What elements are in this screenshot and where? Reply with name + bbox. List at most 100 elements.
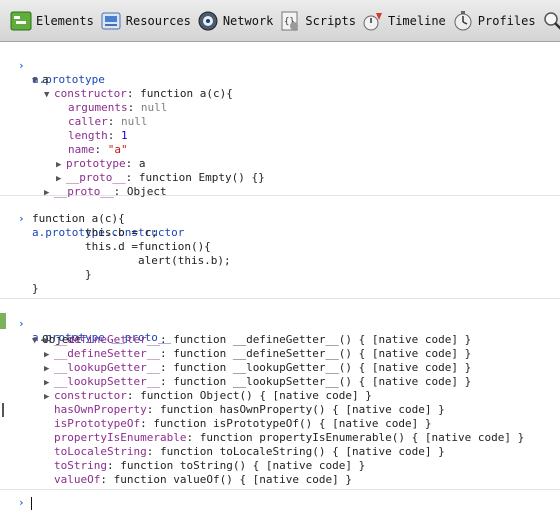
tab-elements-label: Elements <box>36 13 94 28</box>
property-value: function Object() { [native code] } <box>140 389 372 402</box>
property-row[interactable]: ▶__lookupSetter__: function __lookupSett… <box>44 375 472 388</box>
source-line: this.d =function(){ <box>32 240 211 253</box>
property-key: constructor <box>54 389 127 402</box>
property-key: isPrototypeOf <box>54 417 141 430</box>
expand-right-icon[interactable]: ▶ <box>44 364 50 374</box>
property-key: caller <box>68 115 108 128</box>
property-row[interactable]: ▶__proto__: function Empty() {} <box>56 171 265 184</box>
property-list: ▶__defineGetter__: function __defineGett… <box>0 333 560 487</box>
property-row[interactable]: ▶isPrototypeOf: function isPrototypeOf()… <box>54 417 432 430</box>
expand-right-icon[interactable]: ▶ <box>44 336 50 346</box>
property-key: prototype <box>66 157 126 170</box>
source-line: function a(c){ <box>32 212 125 225</box>
property-row: name: "a" <box>68 143 128 156</box>
property-key: __defineGetter__ <box>54 333 160 346</box>
property-value: null <box>121 115 148 128</box>
property-row[interactable]: ▶__proto__: Object <box>44 185 167 198</box>
property-key: __defineSetter__ <box>54 347 160 360</box>
expand-down-icon[interactable]: ▼ <box>32 336 38 346</box>
console-command-line: › a.prototype <box>0 45 560 86</box>
property-key: constructor <box>54 87 127 100</box>
property-value: function __lookupSetter__() { [native co… <box>173 375 472 388</box>
property-value: function valueOf() { [native code] } <box>113 473 353 486</box>
property-row[interactable]: ▼constructor: function a(c){ <box>44 87 233 100</box>
tab-network[interactable]: Network <box>197 3 274 39</box>
tab-network-label: Network <box>222 13 274 28</box>
property-row[interactable]: ▶__lookupGetter__: function __lookupGett… <box>44 361 472 374</box>
property-key: name <box>68 143 95 156</box>
property-row[interactable]: ▶propertyIsEnumerable: function property… <box>54 431 525 444</box>
prompt-icon: › <box>18 496 25 509</box>
property-row[interactable]: ▶__defineSetter__: function __defineSett… <box>44 347 472 360</box>
tab-profiles[interactable]: Profiles <box>452 3 536 39</box>
source-line: } <box>32 282 39 295</box>
property-key: __lookupSetter__ <box>54 375 160 388</box>
text-cursor <box>31 497 32 510</box>
tab-audits[interactable]: A <box>542 3 560 39</box>
tab-resources[interactable]: Resources <box>100 3 191 39</box>
tab-scripts[interactable]: {} Scripts <box>279 3 356 39</box>
property-key: __lookupGetter__ <box>54 361 160 374</box>
console-command: a.prototype.constructor <box>32 226 185 239</box>
property-value: "a" <box>107 143 128 156</box>
property-value: a <box>138 157 146 170</box>
property-value: function __defineSetter__() { [native co… <box>173 347 472 360</box>
expand-right-icon[interactable]: ▶ <box>56 174 62 184</box>
object-name: a <box>42 73 49 86</box>
tab-timeline-label: Timeline <box>387 13 446 28</box>
property-key: toString <box>54 459 107 472</box>
property-value: function isPrototypeOf() { [native code]… <box>153 417 432 430</box>
property-row: length: 1 <box>68 129 128 142</box>
console-input-line[interactable]: › <box>0 496 560 512</box>
expand-right-icon[interactable]: ▶ <box>56 160 62 170</box>
expand-right-icon[interactable]: ▶ <box>44 378 50 388</box>
property-key: length <box>68 129 108 142</box>
property-row[interactable]: ▶toLocaleString: function toLocaleString… <box>54 445 445 458</box>
console-command: a.prototype.__proto__ <box>32 331 172 344</box>
prompt-icon: › <box>18 317 25 330</box>
tab-timeline[interactable]: Timeline <box>362 3 446 39</box>
property-row[interactable]: ▶__defineGetter__: function __defineGett… <box>44 333 472 346</box>
source-line: } <box>32 268 92 281</box>
side-marker <box>0 313 6 329</box>
timeline-icon <box>362 10 384 32</box>
elements-icon <box>10 10 32 32</box>
tab-profiles-label: Profiles <box>477 13 536 28</box>
prompt-icon: › <box>18 212 25 225</box>
expand-down-icon[interactable]: ▼ <box>44 90 50 100</box>
expand-down-icon[interactable]: ▼ <box>32 76 38 86</box>
property-value: 1 <box>121 129 128 142</box>
console-entry: › a.prototype.constructor function a(c){… <box>0 196 560 299</box>
tab-elements[interactable]: Elements <box>10 3 94 39</box>
property-value: function toLocaleString() { [native code… <box>159 445 445 458</box>
svg-text:{}: {} <box>284 17 295 27</box>
property-row[interactable]: ▶toString: function toString() { [native… <box>54 459 366 472</box>
expand-right-icon[interactable]: ▶ <box>44 350 50 360</box>
console-command-line: › a.prototype.constructor <box>0 198 560 239</box>
object-tree-root[interactable]: ▼Object <box>0 319 560 346</box>
expand-right-icon[interactable]: ▶ <box>44 188 50 198</box>
property-value: function toString() { [native code] } <box>120 459 366 472</box>
property-value: function Empty() {} <box>138 171 265 184</box>
side-marker <box>2 403 4 417</box>
scripts-icon: {} <box>279 10 301 32</box>
source-line: alert(this.b); <box>32 254 231 267</box>
property-row[interactable]: ▶prototype: a <box>56 157 146 170</box>
tab-resources-label: Resources <box>125 13 191 28</box>
resources-icon <box>100 10 122 32</box>
audits-icon <box>542 10 560 32</box>
property-key: hasOwnProperty <box>54 403 147 416</box>
console-entry: › a.prototype.__proto__ ▼Object ▶ __defin… <box>0 299 560 490</box>
property-key: valueOf <box>54 473 101 486</box>
console-entry: › a.prototype ▼a ▼constructor: function … <box>0 43 560 198</box>
property-row: caller: null <box>68 115 148 128</box>
property-value: Object <box>126 185 167 198</box>
profiles-icon <box>452 10 474 32</box>
property-key: toLocaleString <box>54 445 147 458</box>
property-row[interactable]: ▶constructor: function Object() { [nativ… <box>44 389 372 402</box>
expand-right-icon[interactable]: ▶ <box>44 392 50 402</box>
property-row[interactable]: ▶hasOwnProperty: function hasOwnProperty… <box>54 403 445 416</box>
property-row[interactable]: ▶valueOf: function valueOf() { [native c… <box>54 473 353 486</box>
network-icon <box>197 10 219 32</box>
object-tree-root[interactable]: ▼a <box>0 59 560 86</box>
